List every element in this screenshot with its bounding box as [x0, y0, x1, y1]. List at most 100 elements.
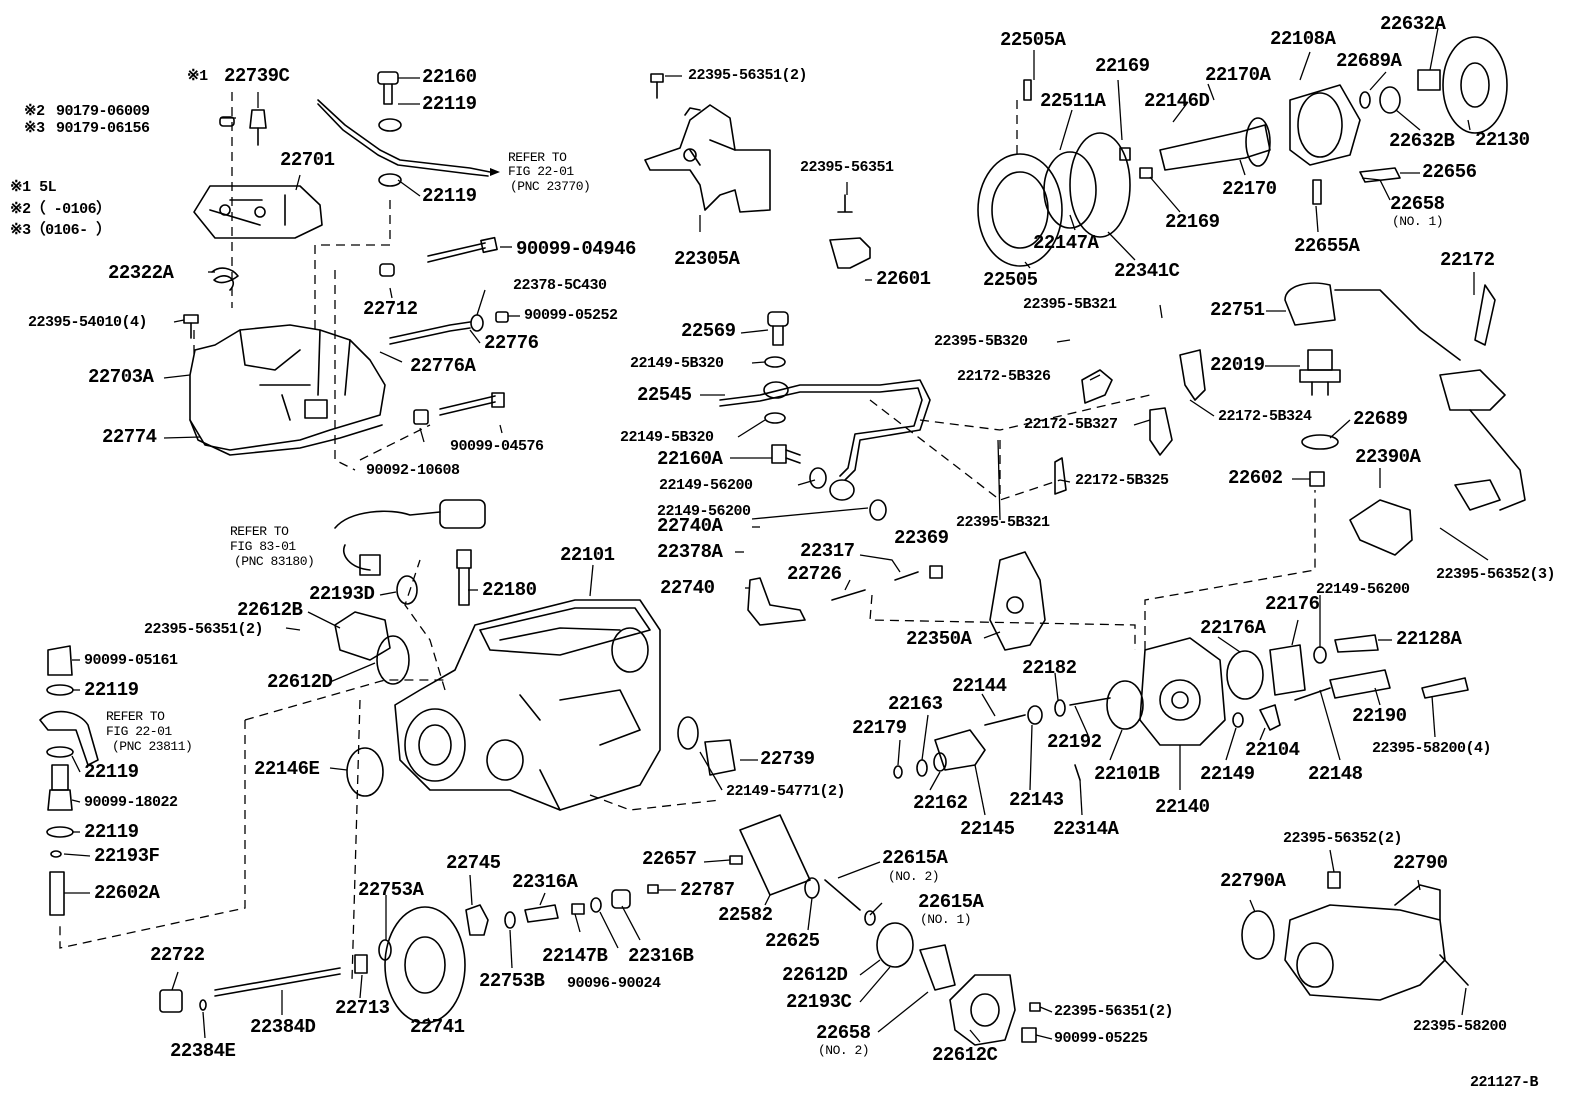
bolt-art — [1439, 954, 1469, 986]
bolt-22569-art — [767, 311, 789, 346]
bush-22316b-art — [611, 889, 631, 909]
pin-22657-art — [729, 855, 743, 865]
valve-22176-art — [1269, 644, 1306, 696]
part-label-22395-56352-2: 22395-56352(2) — [1283, 830, 1403, 847]
part-label-22615a: 22615A — [918, 891, 984, 913]
fitting-art — [51, 764, 69, 791]
fitting-art — [47, 789, 73, 811]
ring-22182-art — [1054, 699, 1066, 717]
cover-bracket-art — [193, 185, 323, 239]
bolt-22505a-art — [1023, 79, 1032, 101]
part-label-22108a: 22108A — [1270, 28, 1336, 50]
part-label-90099-05161: 90099-05161 — [84, 652, 178, 669]
wire-art — [1334, 289, 1461, 361]
pin-22316a-art — [524, 904, 559, 923]
part-22632a-art — [1417, 69, 1441, 91]
part-label-22149-56200: 22149-56200 — [657, 503, 751, 520]
part-label-22119: 22119 — [84, 679, 139, 701]
part-label-22149: 22149 — [1200, 763, 1255, 785]
part-label-22740a: 22740A — [657, 515, 723, 537]
guide-line — [869, 594, 1136, 650]
fitting-22602a-art — [49, 871, 65, 916]
part-label-22511a: 22511A — [1040, 90, 1106, 112]
part-label-22378-5c430: 22378-5C430 — [513, 277, 607, 294]
part-label-22163: 22163 — [888, 693, 943, 715]
reference-note-line-1: REFER TO — [230, 524, 289, 539]
part-label-22169: 22169 — [1095, 55, 1150, 77]
bolt-top-center-art — [650, 73, 664, 99]
part-label-22384d: 22384D — [250, 1016, 316, 1038]
part-label-22655a: 22655A — [1294, 235, 1360, 257]
cover-22612b-art — [334, 611, 391, 661]
part-label-22713: 22713 — [335, 997, 390, 1019]
guide-line — [244, 679, 445, 721]
oring-22176a-art — [1226, 650, 1264, 700]
gear-22147a-art — [1043, 151, 1097, 229]
guide-line — [59, 720, 246, 949]
part-label-22632b: 22632B — [1389, 130, 1455, 152]
part-label-22602: 22602 — [1228, 467, 1283, 489]
banjo-art — [829, 479, 855, 501]
key-art — [1139, 167, 1153, 179]
part-label-22505a: 22505A — [1000, 29, 1066, 51]
bracket-22172-5b326-art — [1081, 369, 1113, 404]
shaft-22384d-art — [214, 973, 341, 997]
part-label-22753a: 22753A — [358, 879, 424, 901]
part-label-22145: 22145 — [960, 818, 1015, 840]
part-label-22149-5b320: 22149-5B320 — [630, 355, 724, 372]
part-label-90179-06009: 90179-06009 — [56, 103, 150, 120]
coupling-bore-art — [1297, 92, 1343, 158]
key-art — [1119, 147, 1131, 161]
part-label-22751: 22751 — [1210, 299, 1265, 321]
part-label-22170: 22170 — [1222, 178, 1277, 200]
guide-line — [869, 399, 1061, 501]
part-label-22395-58200: 22395-58200 — [1413, 1018, 1507, 1035]
bolt-art — [1327, 871, 1341, 889]
part-label-22149-5b320: 22149-5B320 — [620, 429, 714, 446]
part-label-22612d: 22612D — [782, 964, 848, 986]
washer-art — [378, 173, 402, 187]
part-label-22170a: 22170A — [1205, 64, 1271, 86]
washer-art — [46, 826, 74, 838]
part-label-22317: 22317 — [800, 540, 855, 562]
boot-22658-art — [919, 944, 956, 991]
bracket-22172-5b325-art — [1054, 457, 1067, 495]
lever-22740-art — [747, 577, 806, 626]
governor-cover-art — [189, 324, 386, 456]
rod-22192-art — [1069, 697, 1111, 706]
part-label-22119: 22119 — [84, 821, 139, 843]
bolt-90099-04576-art — [439, 392, 505, 416]
ring-art — [199, 999, 207, 1011]
part-label-22172-5b327: 22172-5B327 — [1024, 416, 1118, 433]
banjo-art — [763, 381, 789, 399]
part-label-22632a: 22632A — [1380, 13, 1446, 35]
part-label-22160a: 22160A — [657, 448, 723, 470]
valve-22390a-art — [1349, 499, 1413, 556]
nut-90099-05161-art — [47, 645, 73, 676]
bush-22146e-art — [346, 747, 384, 797]
part-label-22305a: 22305A — [674, 248, 740, 270]
part-label-90099-05225: 90099-05225 — [1054, 1030, 1148, 1047]
part-label-22612d: 22612D — [267, 671, 333, 693]
bracket-22172-5b327-art — [1149, 407, 1173, 456]
washer-art — [764, 356, 786, 368]
bolt-90099-04946-art — [427, 236, 498, 263]
washer-22162-art — [933, 752, 947, 772]
part-label-22656: 22656 — [1422, 161, 1477, 183]
reference-note-line-2: FIG 22-01 — [106, 724, 172, 739]
shaft-22170-art — [1159, 124, 1271, 171]
washer-art — [46, 746, 74, 758]
reference-note-line-2: FIG 83-01 — [230, 539, 296, 554]
part-label-22192: 22192 — [1047, 731, 1102, 753]
part-label-90092-10608: 90092-10608 — [366, 462, 460, 479]
pipe-art — [317, 103, 489, 177]
cover-22145-art — [934, 729, 986, 771]
part-label-22395-56351-2: 22395-56351(2) — [688, 67, 808, 84]
part-label-22569: 22569 — [681, 320, 736, 342]
bolt-22395-58200-art — [1421, 677, 1469, 699]
spring-22317-art — [894, 571, 919, 581]
part-label-22689a: 22689A — [1336, 50, 1402, 72]
part-label-22739c: 22739C — [224, 65, 290, 87]
part-label-22378a: 22378A — [657, 541, 723, 563]
